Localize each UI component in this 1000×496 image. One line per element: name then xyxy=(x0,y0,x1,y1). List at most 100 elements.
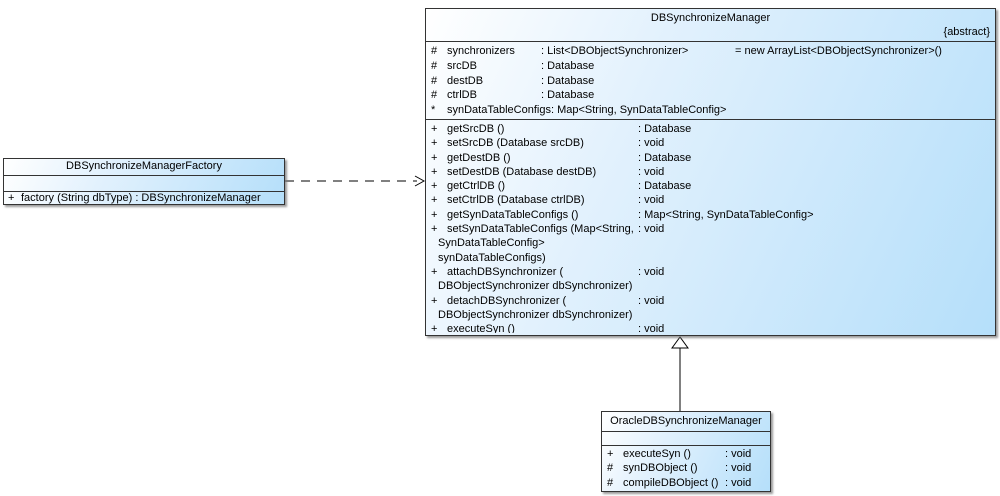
visibility-marker: # xyxy=(607,462,614,475)
method-row-continuation: DBObjectSynchronizer dbSynchronizer) xyxy=(426,308,995,322)
method-row: # synDBObject () : void xyxy=(602,461,770,475)
class-name-compartment: DBSynchronizeManager {abstract} xyxy=(426,9,995,41)
visibility-marker: * xyxy=(431,104,436,117)
method-row: + setSynDataTableConfigs (Map<String, : … xyxy=(426,222,995,236)
method-signature: synDBObject () xyxy=(623,462,698,475)
class-name-compartment: OracleDBSynchronizeManager xyxy=(602,412,770,431)
attribute-name: synDataTableConfigs xyxy=(447,104,551,117)
method-return-type: : Database xyxy=(638,123,692,135)
method-signature: detachDBSynchronizer ( xyxy=(447,294,567,307)
generalization-arrow[interactable] xyxy=(671,336,689,411)
method-signature: setCtrlDB (Database ctrlDB) xyxy=(447,194,585,207)
visibility-marker: + xyxy=(8,192,15,204)
visibility-marker: + xyxy=(431,265,438,278)
method-return-type: : void xyxy=(638,323,665,333)
attribute-name: ctrlDB xyxy=(447,89,477,102)
visibility-marker: # xyxy=(431,59,438,72)
method-signature: factory (String dbType) : DBSynchronizeM… xyxy=(21,192,261,204)
method-return-type: : void xyxy=(638,223,665,236)
attribute-type: : Map<String, SynDataTableConfig> xyxy=(550,104,727,117)
visibility-marker: + xyxy=(431,151,438,164)
method-return-type: : void xyxy=(638,137,665,150)
class-name: DBSynchronizeManagerFactory xyxy=(66,160,222,172)
method-row: + detachDBSynchronizer ( : void xyxy=(426,294,995,308)
method-row: + getDestDB () : Database xyxy=(426,151,995,165)
class-oracledbsynchronizemanager[interactable]: OracleDBSynchronizeManager + executeSyn … xyxy=(601,411,771,492)
visibility-marker: + xyxy=(431,223,438,236)
visibility-marker: # xyxy=(431,89,438,102)
method-signature: getSynDataTableConfigs () xyxy=(447,208,579,221)
visibility-marker: + xyxy=(431,123,438,135)
visibility-marker: + xyxy=(431,165,438,178)
method-row: + executeSyn () : void xyxy=(602,447,770,461)
method-signature: executeSyn () xyxy=(623,448,691,460)
attribute-row: # synchronizers : List<DBObjectSynchroni… xyxy=(426,44,995,59)
method-signature: getCtrlDB () xyxy=(447,180,506,193)
dependency-arrow[interactable] xyxy=(285,175,426,187)
method-return-type: : void xyxy=(638,194,665,207)
method-signature: setDestDB (Database destDB) xyxy=(447,165,597,178)
method-row-continuation: synDataTableConfigs) xyxy=(426,251,995,265)
attribute-row: * synDataTableConfigs : Map<String, SynD… xyxy=(426,103,995,118)
method-signature: setSynDataTableConfigs (Map<String, xyxy=(447,223,634,236)
method-row: + getSynDataTableConfigs () : Map<String… xyxy=(426,208,995,222)
visibility-marker: # xyxy=(607,476,614,489)
method-return-type: : void xyxy=(725,476,752,489)
attribute-row: # srcDB : Database xyxy=(426,59,995,74)
visibility-marker: + xyxy=(607,448,614,460)
method-return-type: : void xyxy=(638,165,665,178)
method-signature: compileDBObject () xyxy=(623,476,719,489)
attribute-name: srcDB xyxy=(447,59,477,72)
class-dbsynchronizemanagerfactory[interactable]: DBSynchronizeManagerFactory + factory (S… xyxy=(3,158,285,205)
attribute-default: = new ArrayList<DBObjectSynchronizer>() xyxy=(735,45,942,57)
method-return-type: : void xyxy=(725,448,752,460)
method-signature: setSrcDB (Database srcDB) xyxy=(447,137,584,150)
method-signature: DBObjectSynchronizer dbSynchronizer) xyxy=(438,280,633,293)
visibility-marker: + xyxy=(431,208,438,221)
attributes-compartment xyxy=(602,431,770,445)
class-dbsynchronizemanager[interactable]: DBSynchronizeManager {abstract} # synchr… xyxy=(425,8,996,336)
method-return-type: : Database xyxy=(638,151,692,164)
method-signature: getSrcDB () xyxy=(447,123,505,135)
attributes-compartment: # synchronizers : List<DBObjectSynchroni… xyxy=(426,41,995,119)
method-row: + getCtrlDB () : Database xyxy=(426,179,995,193)
method-row: + executeSyn () : void xyxy=(426,322,995,333)
method-row-continuation: SynDataTableConfig> xyxy=(426,236,995,250)
method-return-type: : void xyxy=(638,294,665,307)
method-signature: executeSyn () xyxy=(447,323,515,333)
method-row: + setDestDB (Database destDB) : void xyxy=(426,165,995,179)
method-signature: attachDBSynchronizer ( xyxy=(447,265,564,278)
attribute-type: : List<DBObjectSynchronizer> xyxy=(541,45,689,57)
method-return-type: : void xyxy=(638,265,665,278)
visibility-marker: + xyxy=(431,323,438,333)
method-row: + setCtrlDB (Database ctrlDB) : void xyxy=(426,193,995,207)
attribute-row: # destDB : Database xyxy=(426,74,995,89)
method-row: + getSrcDB () : Database xyxy=(426,122,995,136)
attribute-row: # ctrlDB : Database xyxy=(426,88,995,103)
method-signature: SynDataTableConfig> xyxy=(438,237,545,250)
methods-compartment: + factory (String dbType) : DBSynchroniz… xyxy=(4,191,284,204)
visibility-marker: + xyxy=(431,194,438,207)
attribute-type: : Database xyxy=(541,59,595,72)
method-row: + factory (String dbType) : DBSynchroniz… xyxy=(4,192,284,204)
methods-compartment: + getSrcDB () : Database + setSrcDB (Dat… xyxy=(426,119,995,333)
visibility-marker: + xyxy=(431,180,438,193)
class-name-compartment: DBSynchronizeManagerFactory xyxy=(4,159,284,175)
class-name: DBSynchronizeManager xyxy=(650,12,771,24)
visibility-marker: + xyxy=(431,137,438,150)
attributes-compartment xyxy=(4,175,284,191)
method-row: # compileDBObject () : void xyxy=(602,476,770,490)
attribute-name: synchronizers xyxy=(447,45,515,57)
method-return-type: : Database xyxy=(638,180,692,193)
method-signature: DBObjectSynchronizer dbSynchronizer) xyxy=(438,308,633,321)
visibility-marker: + xyxy=(431,294,438,307)
visibility-marker: # xyxy=(431,74,438,87)
method-return-type: : Map<String, SynDataTableConfig> xyxy=(638,208,814,221)
attribute-type: : Database xyxy=(541,74,595,87)
visibility-marker: # xyxy=(431,45,438,57)
method-return-type: : void xyxy=(725,462,752,475)
attribute-type: : Database xyxy=(541,89,595,102)
methods-compartment: + executeSyn () : void # synDBObject () … xyxy=(602,445,770,491)
